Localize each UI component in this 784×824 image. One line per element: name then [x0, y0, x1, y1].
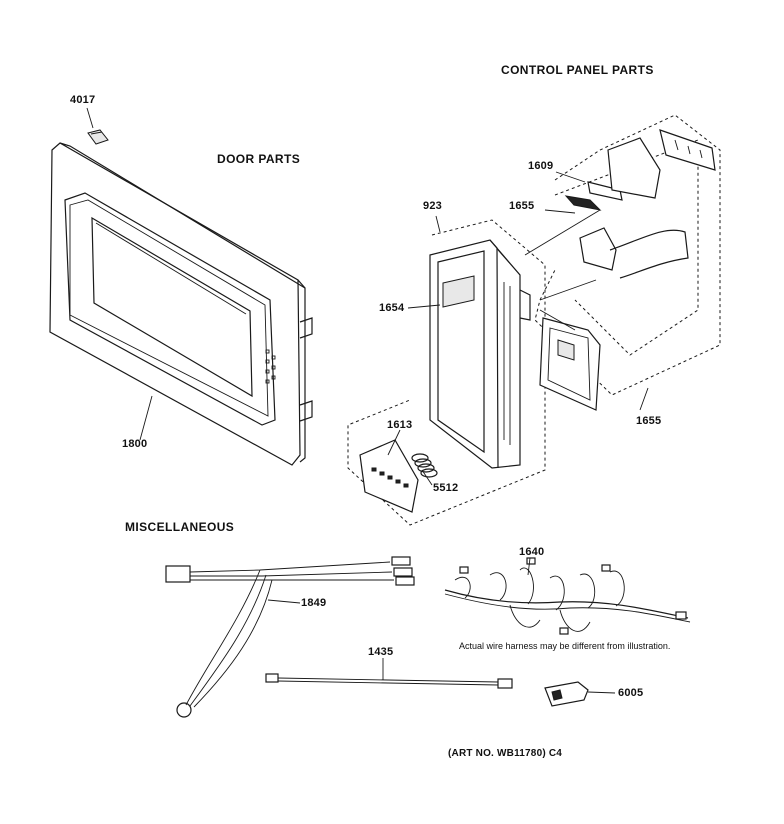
heading-control-panel-parts: CONTROL PANEL PARTS: [501, 63, 654, 77]
part-6005: [544, 681, 616, 707]
part-label-1613: 1613: [387, 419, 413, 431]
wire-1435: [265, 658, 513, 689]
part-label-1654: 1654: [379, 302, 405, 314]
harness-note: Actual wire harness may be different fro…: [459, 641, 671, 651]
part-label-5512: 5512: [433, 482, 459, 494]
wire-1640: [444, 557, 691, 635]
heading-miscellaneous: MISCELLANEOUS: [125, 520, 235, 534]
part-label-4017: 4017: [70, 94, 96, 106]
door-assembly: [49, 107, 313, 466]
wire-1849: [165, 556, 415, 718]
part-label-1640: 1640: [519, 546, 545, 558]
part-label-6005: 6005: [618, 687, 644, 699]
part-label-1435: 1435: [368, 646, 394, 658]
art-number: (ART NO. WB11780) C4: [448, 748, 563, 759]
part-label-1849: 1849: [301, 597, 327, 609]
control-panel-assembly: [347, 114, 721, 526]
part-label-923: 923: [423, 200, 442, 212]
part-label-1800: 1800: [122, 438, 148, 450]
part-label-1609: 1609: [528, 160, 554, 172]
part-label-1655-top: 1655: [509, 200, 535, 212]
part-label-1655-bottom: 1655: [636, 415, 662, 427]
heading-door-parts: DOOR PARTS: [217, 152, 301, 166]
